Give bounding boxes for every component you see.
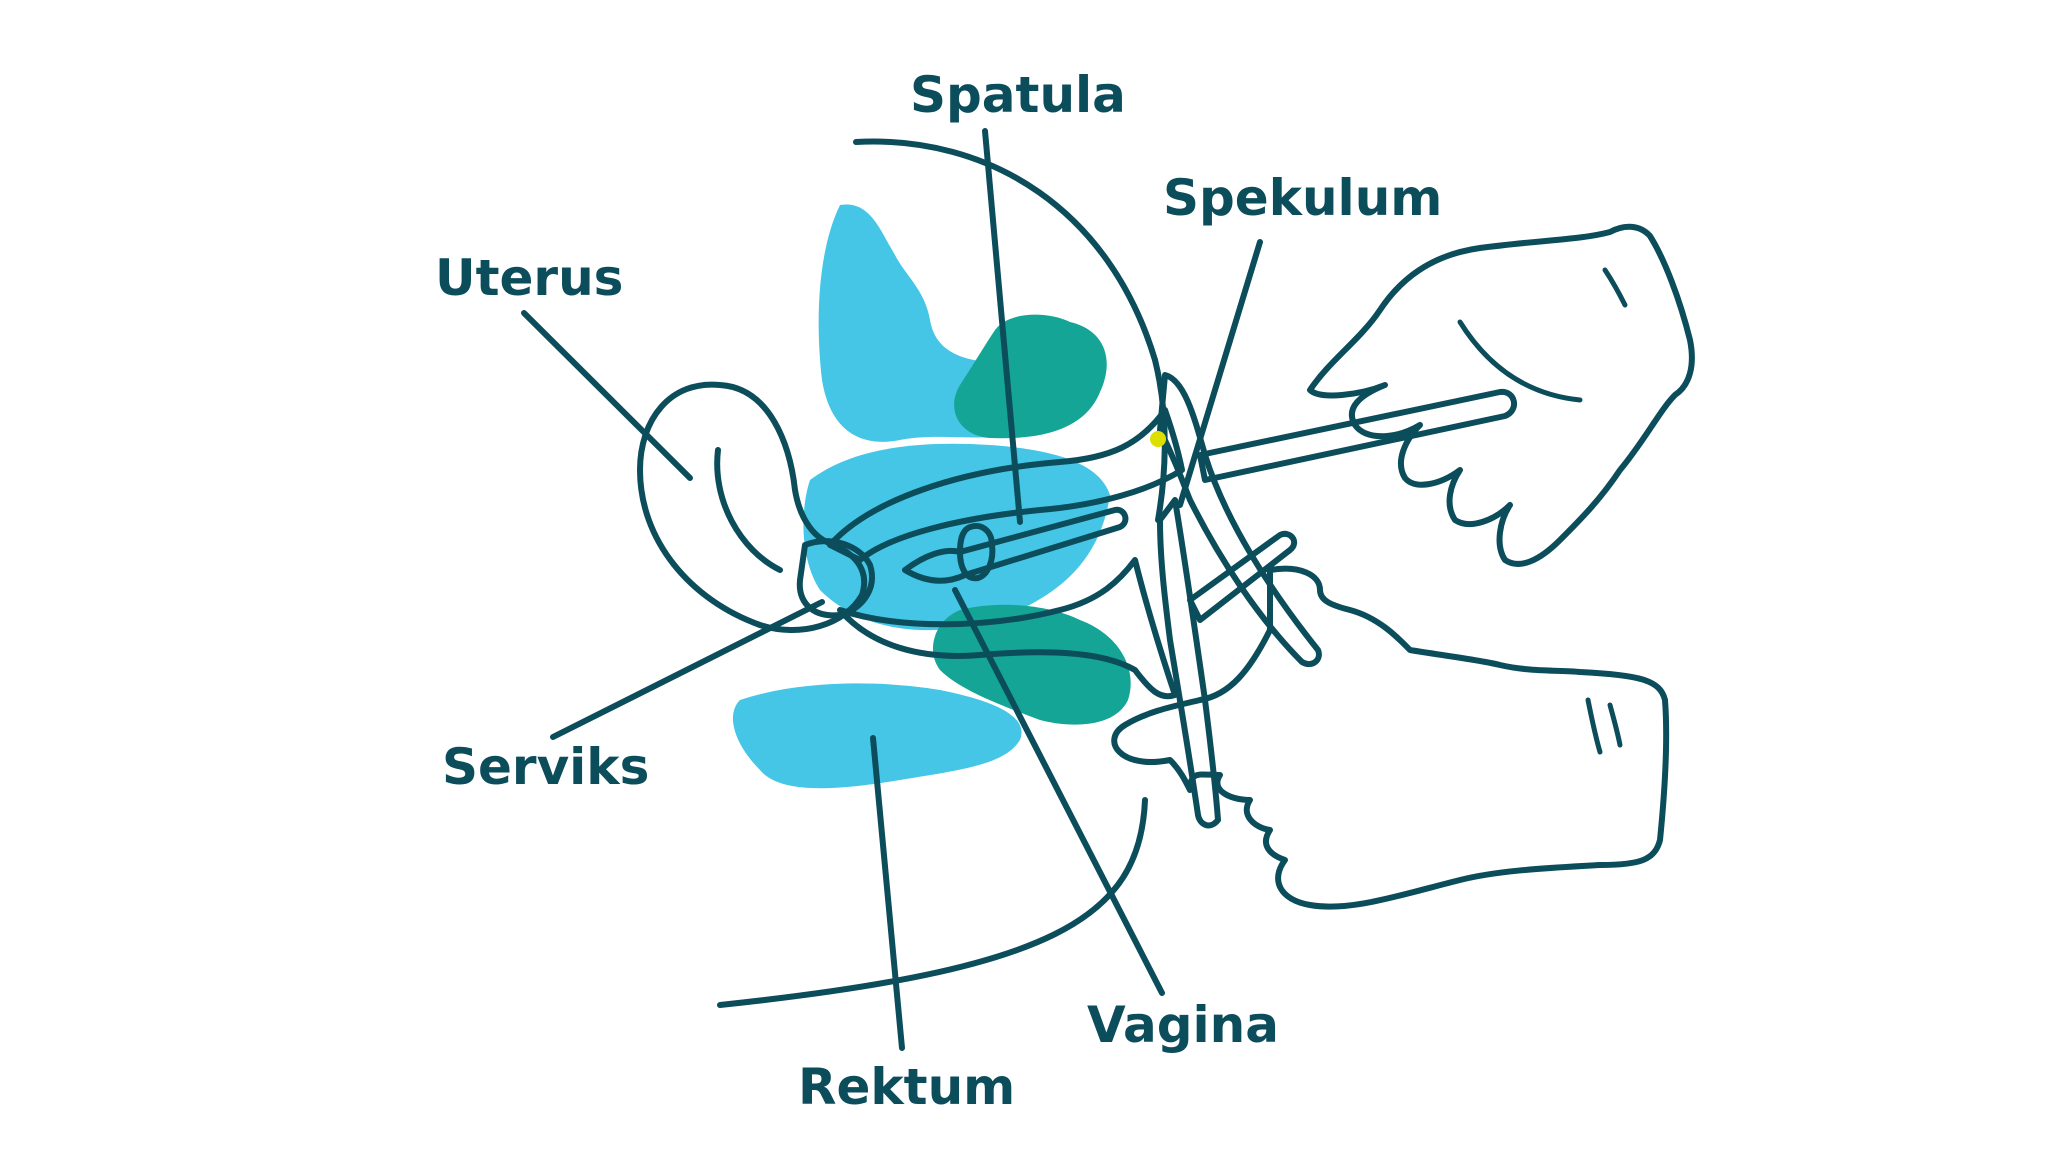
- teal-organ-lower: [932, 604, 1131, 725]
- speculum-cross-rod: [1187, 530, 1298, 623]
- uterus-cavity: [714, 447, 783, 573]
- speculum-upper-blade: [827, 407, 1185, 563]
- label-spatula: Spatula: [910, 66, 1126, 124]
- label-spekulum: Spekulum: [1163, 169, 1442, 227]
- vaginal-canal-shape: [803, 443, 1110, 631]
- spatula-stick: [902, 506, 1129, 584]
- lower-hand-crease-2: [1607, 702, 1623, 748]
- upper-hand-knuckle: [1457, 319, 1583, 403]
- body-contour-lower: [717, 797, 1148, 1008]
- speculum-screw: [1150, 431, 1166, 447]
- upper-hand: [1307, 223, 1695, 567]
- lower-hand: [1111, 565, 1670, 910]
- speculum-lower-handle: [1157, 497, 1221, 829]
- label-vagina: Vagina: [1087, 996, 1279, 1054]
- rectum-shape: [732, 683, 1022, 789]
- leader-vagina: [952, 587, 1165, 996]
- label-uterus: Uterus: [435, 249, 623, 307]
- leader-uterus: [521, 310, 693, 481]
- label-serviks: Serviks: [442, 738, 649, 796]
- leader-spatula: [982, 128, 1023, 525]
- spatula-band: [957, 523, 996, 582]
- label-rektum: Rektum: [798, 1058, 1015, 1116]
- lower-hand-crease-1: [1585, 697, 1603, 755]
- speculum-handle-frame: [1157, 372, 1322, 668]
- body-contour-vertical: [1152, 357, 1168, 523]
- leader-spekulum: [1177, 239, 1263, 508]
- cervix-shape: [796, 538, 875, 619]
- speculum-lower-blade: [837, 557, 1178, 700]
- leader-serviks: [550, 599, 825, 740]
- upper-hand-crease-1: [1602, 267, 1628, 308]
- teal-organ-upper: [954, 314, 1107, 439]
- leader-rektum: [870, 735, 905, 1051]
- speculum-rod: [1197, 388, 1517, 483]
- body-contour-upper: [853, 138, 1158, 363]
